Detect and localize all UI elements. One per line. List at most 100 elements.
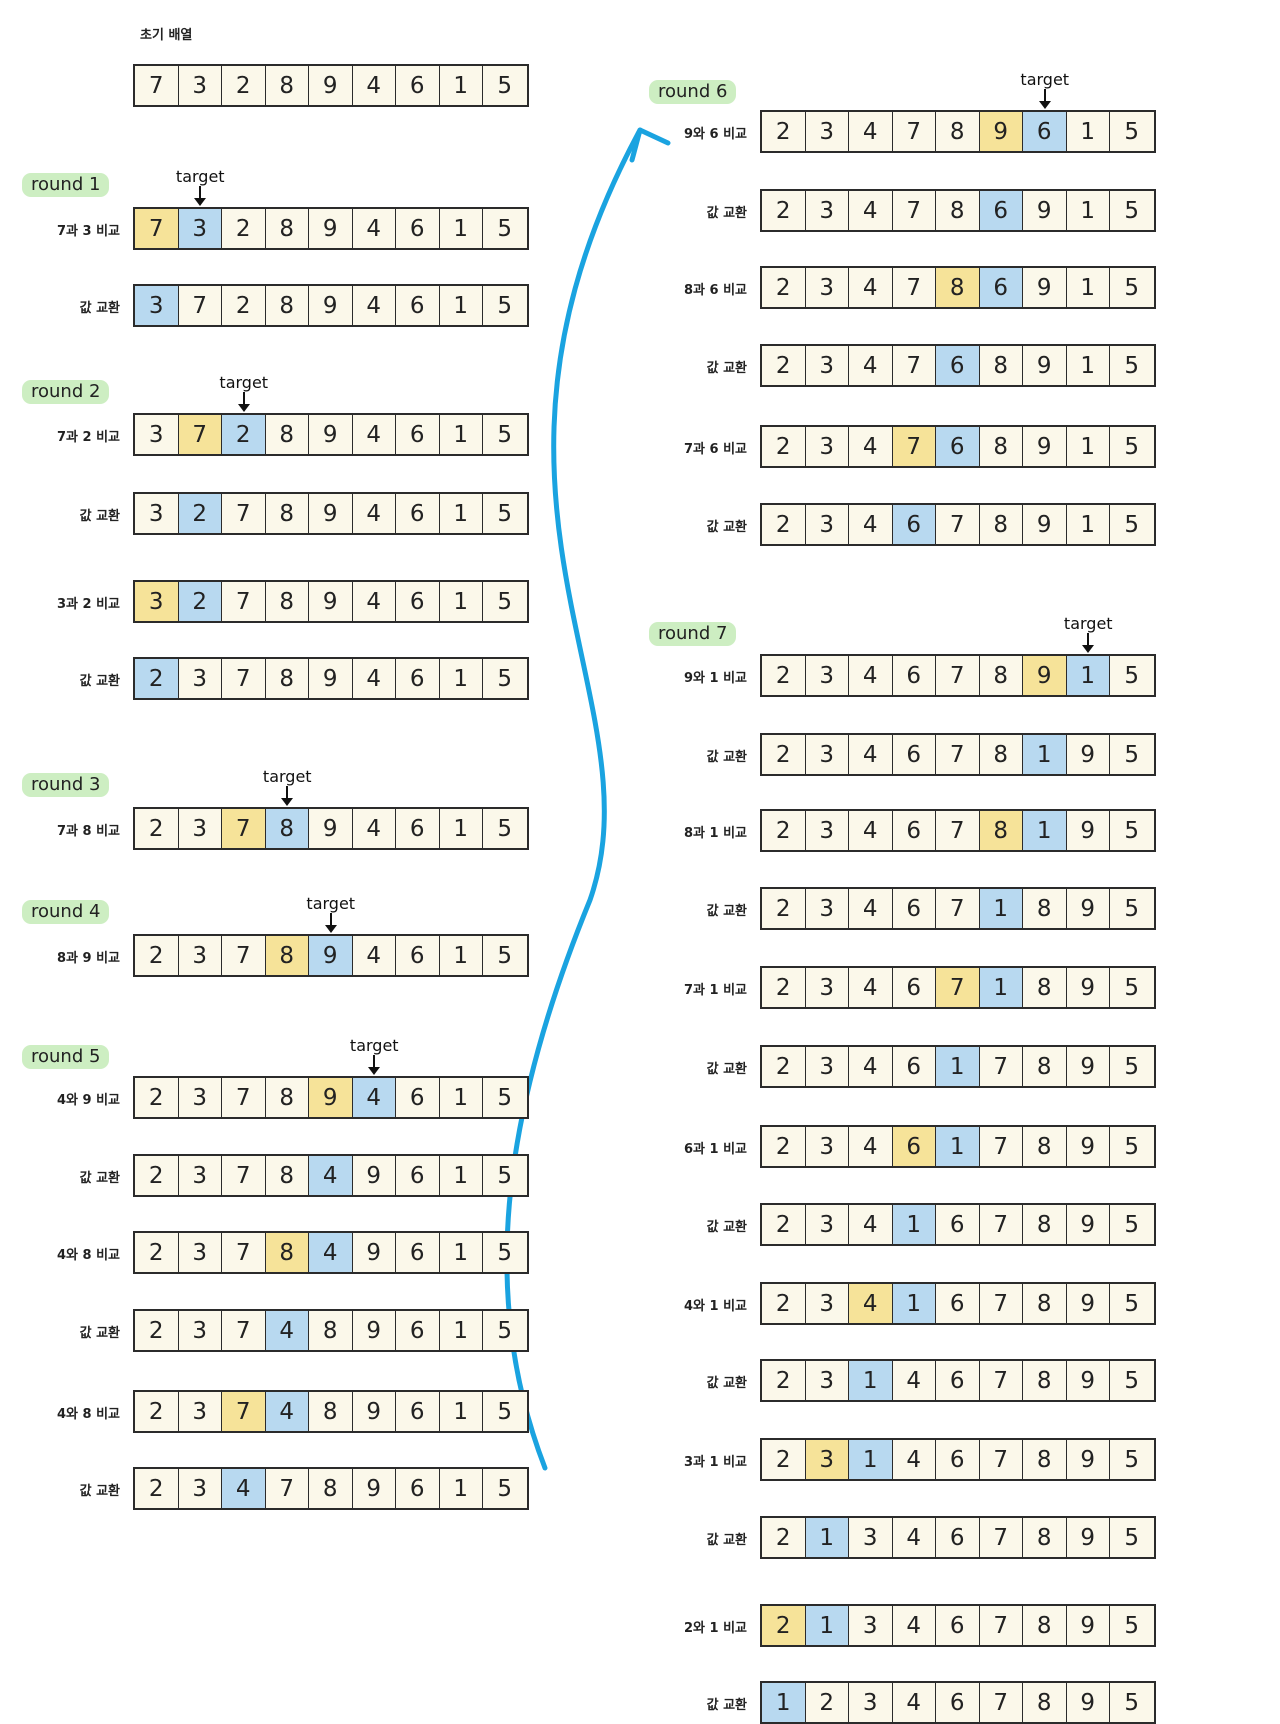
- array-cell: 3: [849, 1683, 893, 1722]
- array-cell: 8: [309, 1311, 353, 1350]
- round-badge: round 7: [649, 622, 737, 646]
- array-cell: 8: [266, 494, 309, 533]
- array-cell: 1: [440, 1156, 483, 1195]
- array-cell: 6: [936, 1518, 980, 1557]
- array-cell: 9: [979, 112, 1023, 151]
- array-cell: 9: [309, 659, 353, 698]
- array-cell: 1: [440, 1233, 483, 1272]
- array-cell: 4: [849, 968, 893, 1007]
- array-cell: 9: [309, 415, 353, 454]
- array-cell: 8: [1023, 889, 1067, 928]
- step-label: 7과 8 비교: [56, 824, 120, 839]
- array-cell: 7: [980, 1047, 1023, 1086]
- step-label: 7과 6 비교: [683, 442, 747, 457]
- array-cell: 2: [222, 286, 266, 325]
- array-cell: 9: [1067, 968, 1110, 1007]
- array-cell: 1: [1066, 656, 1110, 695]
- array-cell: 2: [222, 209, 266, 248]
- array-cell: 6: [396, 209, 440, 248]
- array-cell: 5: [1124, 1053, 1140, 1080]
- array-cell: 3: [806, 112, 849, 151]
- array-cell: 5: [497, 588, 513, 615]
- array-cell: 4: [353, 936, 396, 975]
- array-cell: 5: [497, 1398, 513, 1425]
- array-cell: 2: [762, 1127, 806, 1166]
- array-cell: 3: [806, 1284, 849, 1323]
- array-cell: 5: [1124, 1689, 1140, 1716]
- array-cell: 2: [135, 1469, 179, 1508]
- array-cell: 2: [762, 112, 806, 151]
- array-cell: 7: [178, 415, 222, 454]
- array-cell: 1: [440, 582, 483, 621]
- array-cell: 3: [849, 1606, 893, 1645]
- array-cell: 4: [849, 1284, 893, 1323]
- array-cell: 3: [806, 1361, 849, 1400]
- array-cell: 3: [135, 494, 179, 533]
- target-text: target: [262, 767, 312, 786]
- array-cell: 1: [805, 1606, 849, 1645]
- array-cell: 3: [805, 1440, 849, 1479]
- array-cell: 8: [1023, 1361, 1067, 1400]
- target-marker: target: [252, 767, 322, 806]
- array-cell: 6: [936, 1284, 980, 1323]
- step-label: 9와 1 비교: [683, 671, 747, 686]
- array-cell: 2: [762, 1205, 806, 1244]
- array-cell: 9: [1023, 505, 1067, 544]
- array-cell: 6: [396, 1078, 440, 1117]
- array-cell: 9: [353, 1311, 396, 1350]
- array-cell: 1: [1067, 505, 1110, 544]
- array-cell: 3: [806, 889, 849, 928]
- round-badge: round 3: [22, 773, 110, 797]
- step-label: 3과 2 비교: [56, 597, 120, 612]
- array-cell: 6: [396, 494, 440, 533]
- array-cell: 1: [440, 659, 483, 698]
- array-cell: 4: [893, 1440, 936, 1479]
- array-cell: 2: [135, 1078, 179, 1117]
- array-cell: 4: [353, 415, 396, 454]
- array-cell: 5: [1124, 1367, 1140, 1394]
- array-cell: 5: [1124, 974, 1140, 1001]
- array-cell: 6: [892, 505, 936, 544]
- array-cell: 8: [936, 191, 980, 230]
- array-cell: 1: [762, 1683, 806, 1722]
- array-cell: 7: [222, 494, 266, 533]
- array-cell: 1: [440, 286, 483, 325]
- target-marker: target: [1010, 70, 1080, 109]
- array-cell: 8: [980, 346, 1023, 385]
- array-cell: 9: [309, 936, 353, 975]
- array-cell: 1: [1023, 811, 1067, 850]
- array-cell: 4: [849, 656, 893, 695]
- step-label: 값 교환: [706, 206, 747, 221]
- target-text: target: [175, 167, 225, 186]
- array-cell: 5: [497, 942, 513, 969]
- array-cell: 6: [936, 346, 980, 385]
- array-cell: 9: [1067, 811, 1110, 850]
- step-label: 7과 1 비교: [683, 983, 747, 998]
- array-cell: 4: [222, 1469, 266, 1508]
- array-cell: 4: [849, 735, 893, 774]
- down-arrow-icon: [194, 186, 207, 206]
- array-cell: 4: [353, 209, 396, 248]
- array-cell: 7: [980, 1284, 1023, 1323]
- array-cell: 3: [806, 427, 849, 466]
- array-cell: 2: [222, 415, 266, 454]
- array-cell: 1: [979, 889, 1023, 928]
- array-cell: 6: [893, 656, 936, 695]
- array-cell: 3: [179, 936, 222, 975]
- array-cell: 7: [222, 1311, 266, 1350]
- array-cell: 1: [1067, 268, 1110, 307]
- array-cell: 5: [497, 421, 513, 448]
- step-label: 4와 9 비교: [56, 1093, 120, 1108]
- array-cell: 4: [849, 1127, 893, 1166]
- array-cell: 8: [1023, 1047, 1067, 1086]
- array-cell: 9: [1067, 1606, 1110, 1645]
- array-cell: 7: [936, 811, 980, 850]
